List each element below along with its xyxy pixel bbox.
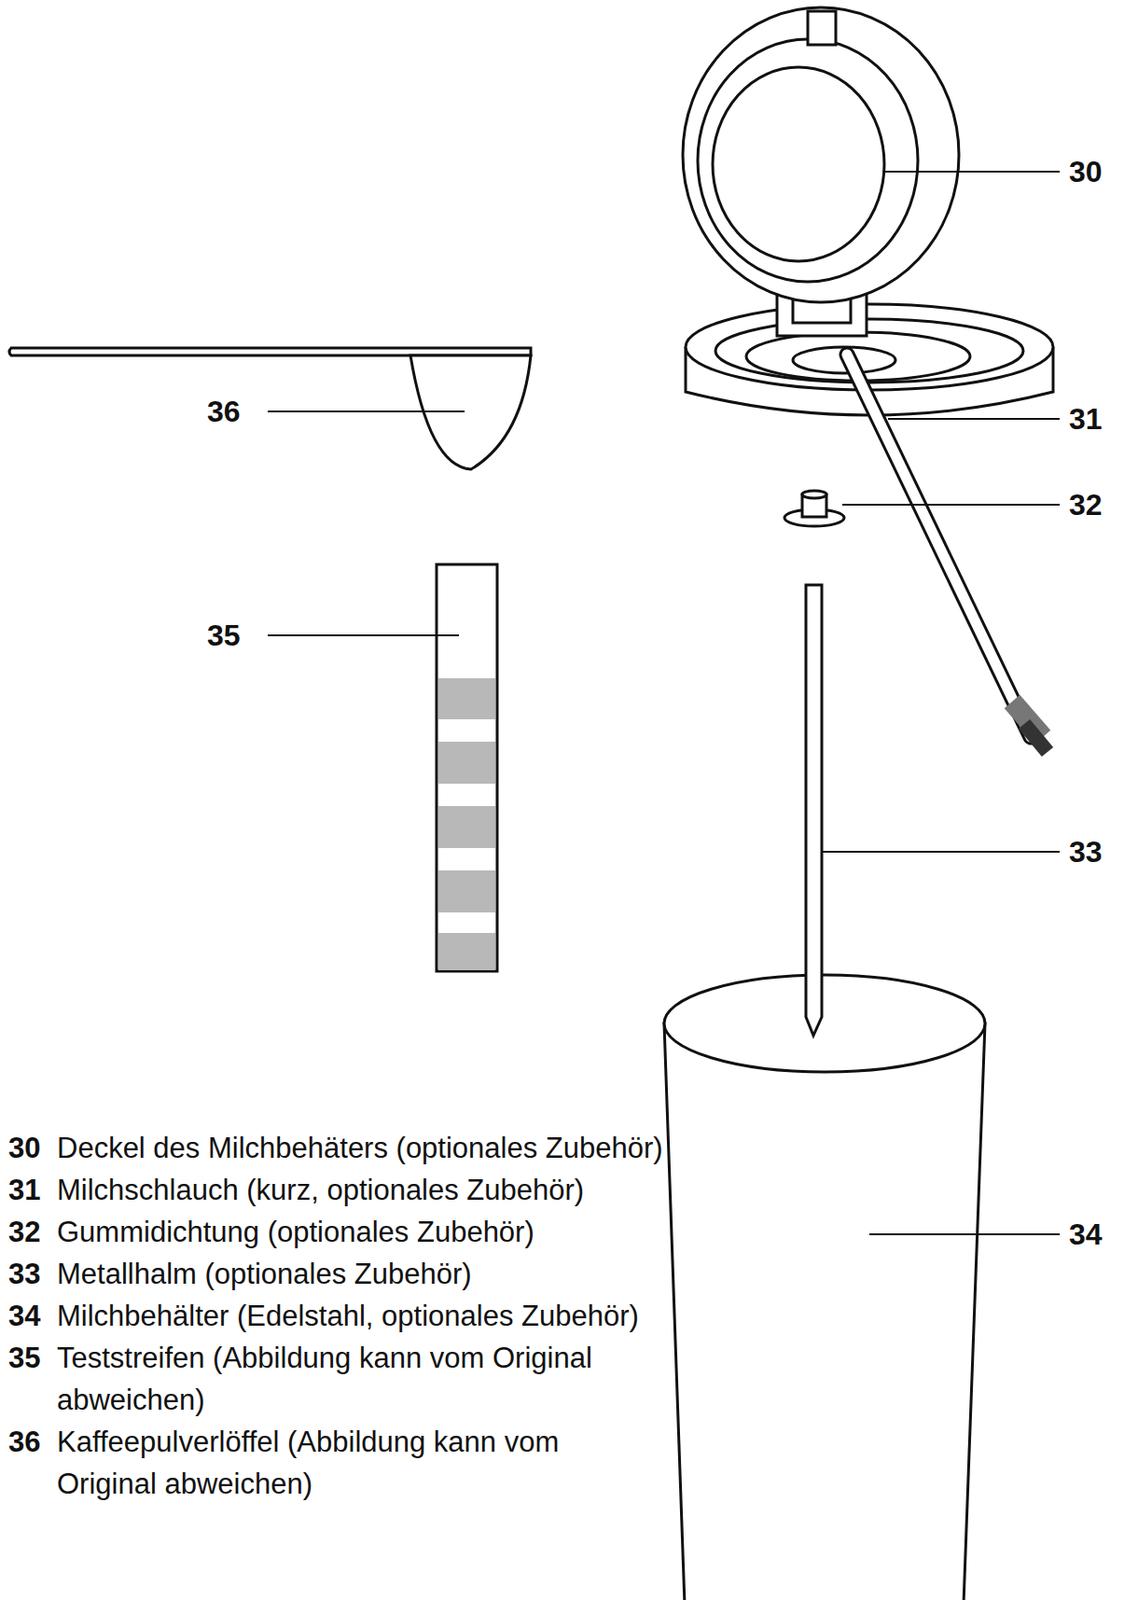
part-number: 32 (8, 1210, 57, 1253)
part-number: 33 (8, 1252, 57, 1295)
callout-number: 30 (1068, 154, 1103, 189)
callout-number: 34 (1068, 1217, 1103, 1251)
part-name: Metallhalm (optionales Zubehör) (56, 1252, 664, 1295)
part-number: 34 (8, 1294, 57, 1337)
part-name: Kaffeepulverlöffel (Abbildung kann vom O… (56, 1420, 664, 1505)
list-row: 34Milchbehälter (Edelstahl, optionales Z… (8, 1294, 676, 1337)
strip-pads (438, 678, 496, 971)
tube-tip (1024, 723, 1048, 752)
part-name: Teststreifen (Abbildung kann vom Origina… (56, 1336, 664, 1421)
list-row: 30Deckel des Milchbehäters (optionales Z… (8, 1126, 676, 1169)
list-row: 36Kaffeepulverlöffel (Abbildung kann vom… (8, 1420, 676, 1505)
part-name: Deckel des Milchbehäters (optionales Zub… (56, 1126, 664, 1169)
metal-straw (805, 584, 822, 1036)
part-name: Gummidichtung (optionales Zubehör) (56, 1210, 664, 1253)
list-row: 35Teststreifen (Abbildung kann vom Origi… (8, 1336, 676, 1421)
test-strip (436, 564, 498, 972)
part-name: Milchschlauch (kurz, optionales Zubehör) (56, 1168, 664, 1211)
leader-lines (267, 171, 1060, 1235)
part-number: 36 (8, 1420, 57, 1463)
callout-number: 36 (207, 394, 241, 429)
part-number: 30 (8, 1126, 57, 1169)
callout-number: 31 (1068, 402, 1103, 436)
milk-lid (682, 7, 1054, 416)
part-name: Milchbehälter (Edelstahl, optionales Zub… (56, 1294, 664, 1337)
part-number: 31 (8, 1168, 57, 1211)
callout-number: 35 (207, 618, 241, 653)
callout-number: 32 (1068, 487, 1103, 522)
part-number: 35 (8, 1336, 57, 1379)
list-row: 31Milchschlauch (kurz, optionales Zubehö… (8, 1168, 676, 1211)
list-row: 33Metallhalm (optionales Zubehör) (8, 1252, 676, 1295)
rubber-gasket (784, 490, 845, 527)
parts-list: 30Deckel des Milchbehäters (optionales Z… (8, 1126, 676, 1505)
milk-container (664, 974, 986, 1600)
list-row: 32Gummidichtung (optionales Zubehör) (8, 1210, 676, 1253)
callout-number: 33 (1068, 834, 1103, 869)
milk-tube (846, 354, 1031, 737)
